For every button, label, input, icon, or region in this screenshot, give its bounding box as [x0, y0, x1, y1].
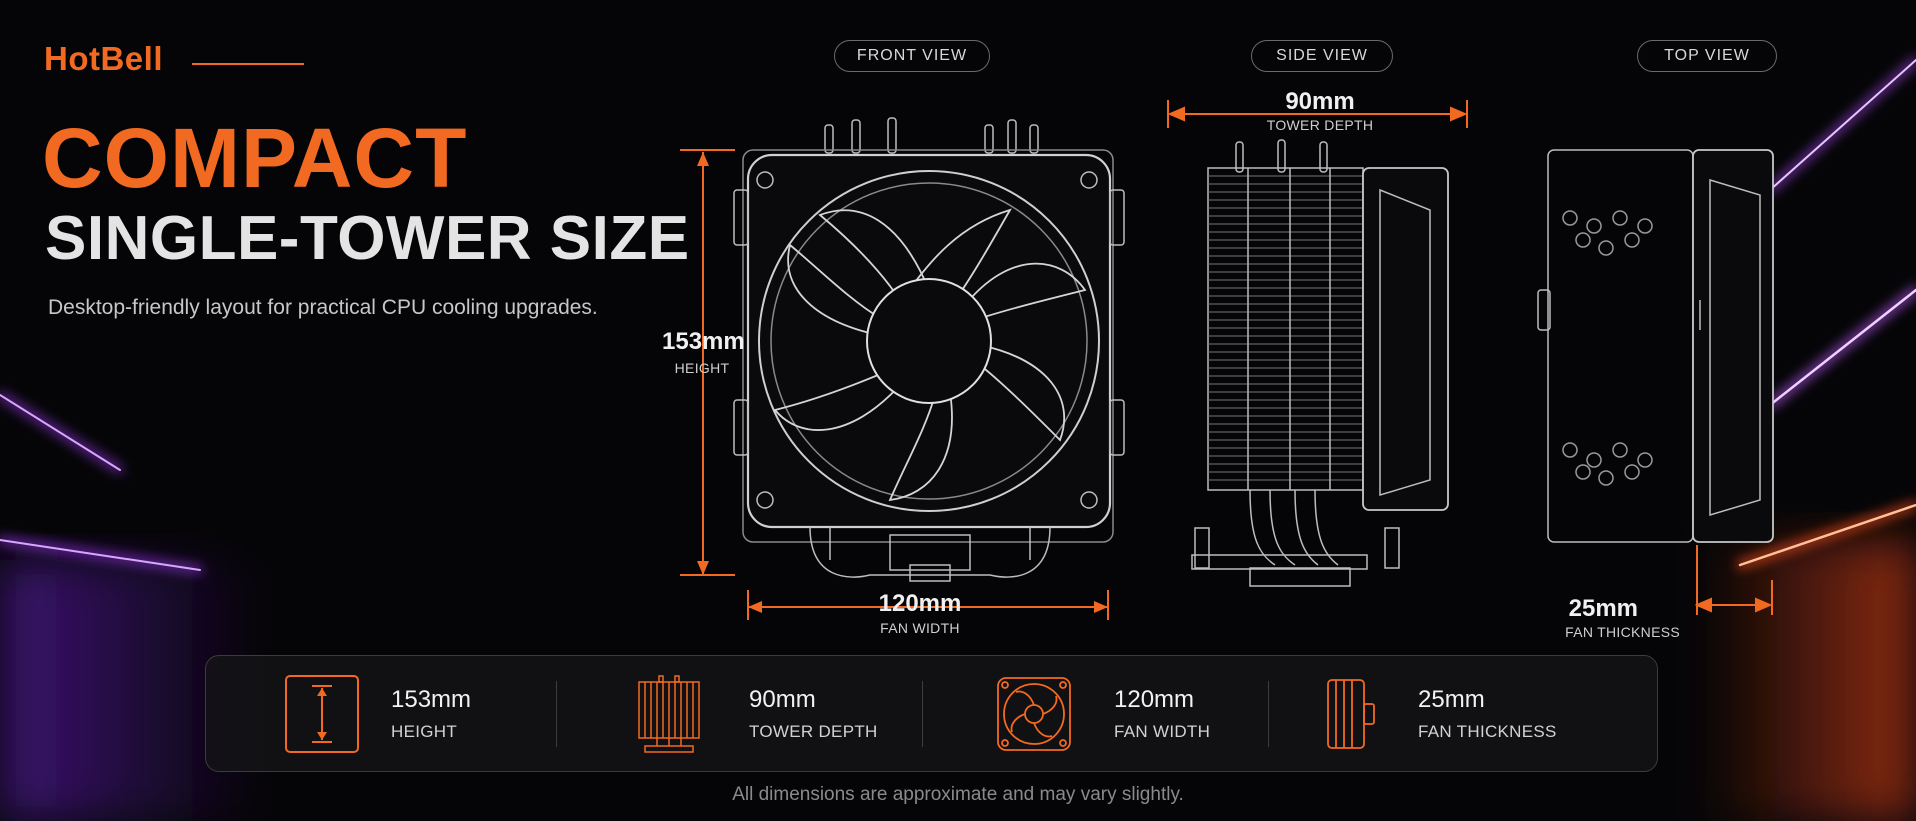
- spec-thickness-value: 25mm: [1418, 686, 1485, 713]
- heatpipe-tips: [824, 117, 1039, 154]
- thickness-dimension-value: 25mm: [1568, 595, 1638, 622]
- front-view-label: FRONT VIEW: [834, 40, 990, 72]
- spec-summary-panel: 153mm HEIGHT 90mm TOWER DEPTH: [205, 655, 1658, 772]
- top-view-label: TOP VIEW: [1637, 40, 1777, 72]
- spec-width-value: 120mm: [1114, 686, 1195, 713]
- tower-depth-icon: [638, 675, 700, 753]
- spec-width-label: FAN WIDTH: [1114, 722, 1211, 741]
- spec-height-label: HEIGHT: [391, 722, 458, 741]
- spec-tower-depth: 90mm TOWER DEPTH: [566, 656, 926, 771]
- headline-compact: COMPACT: [42, 111, 468, 205]
- spec-depth-value: 90mm: [749, 686, 816, 713]
- spec-fan-thickness: 25mm FAN THICKNESS: [1278, 656, 1648, 771]
- width-dimension-label: FAN WIDTH: [880, 620, 960, 636]
- spec-thickness-label: FAN THICKNESS: [1418, 722, 1557, 741]
- spec-divider: [1268, 681, 1269, 747]
- spec-divider: [922, 681, 923, 747]
- spec-height: 153mm HEIGHT: [206, 656, 546, 771]
- brand-underline: [192, 63, 304, 65]
- height-dimension-value: 153mm: [662, 328, 745, 355]
- top-view-cooler-illustration: [1537, 149, 1774, 615]
- spec-height-value: 153mm: [391, 686, 472, 713]
- front-dimension-lines: [680, 149, 1109, 620]
- side-view-cooler-illustration: [1167, 100, 1468, 587]
- height-icon: [285, 675, 359, 753]
- spec-depth-label: TOWER DEPTH: [749, 722, 878, 741]
- width-dimension-value: 120mm: [878, 590, 962, 617]
- depth-dimension-value: 90mm: [1285, 88, 1355, 115]
- fan-thickness-icon: [1327, 679, 1375, 749]
- front-view-cooler-illustration: [680, 117, 1125, 620]
- spec-fan-width: 120mm FAN WIDTH: [936, 656, 1266, 771]
- headline-size: SINGLE-TOWER SIZE: [45, 204, 690, 273]
- side-view-label: SIDE VIEW: [1251, 40, 1393, 72]
- subtitle: Desktop-friendly layout for practical CP…: [48, 296, 598, 319]
- depth-dimension-label: TOWER DEPTH: [1266, 117, 1374, 133]
- height-dimension-label: HEIGHT: [674, 360, 730, 376]
- footnote: All dimensions are approximate and may v…: [732, 784, 1184, 805]
- brand-logo: HotBell: [44, 40, 163, 77]
- fan-icon: [997, 677, 1071, 751]
- thickness-dimension-label: FAN THICKNESS: [1565, 624, 1680, 640]
- spec-divider: [556, 681, 557, 747]
